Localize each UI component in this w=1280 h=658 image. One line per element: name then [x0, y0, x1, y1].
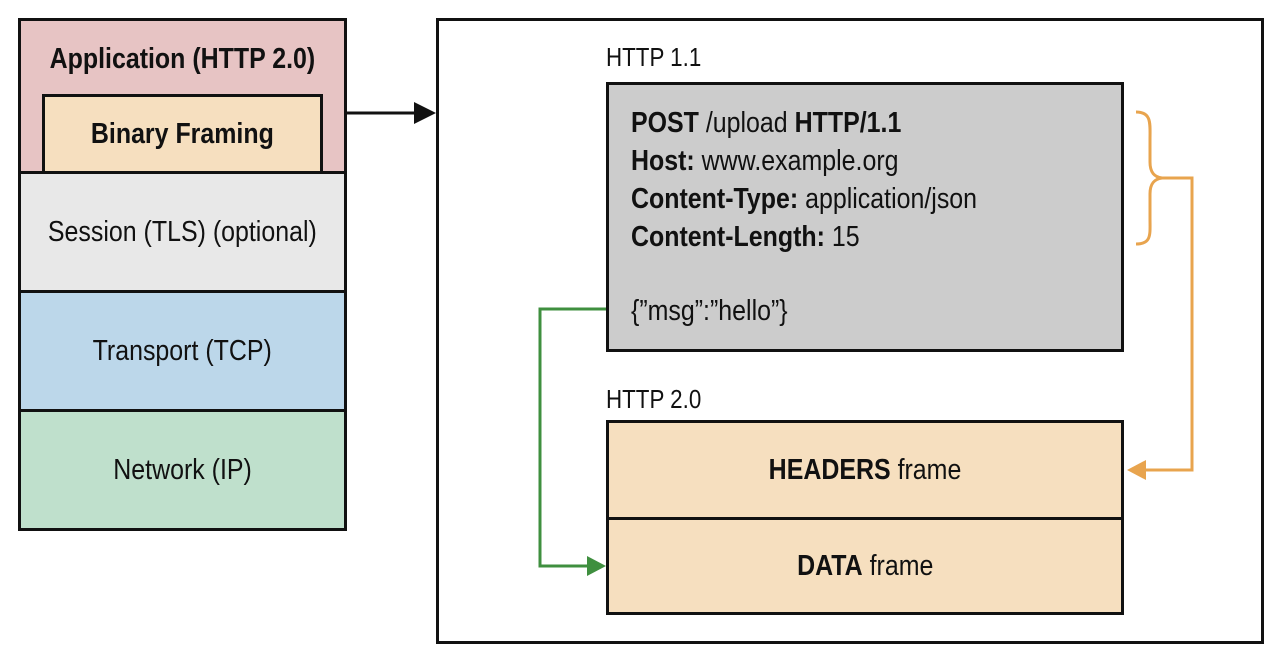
session-layer: Session (TLS) (optional) — [18, 171, 347, 293]
http11-request-box: POST /upload HTTP/1.1 Host: www.example.… — [606, 82, 1124, 352]
network-layer: Network (IP) — [18, 409, 347, 531]
headers-connector-line — [1144, 176, 1194, 472]
content-type-header-line: Content-Type: application/json — [631, 183, 978, 215]
data-frame: DATA frame — [606, 517, 1124, 615]
http20-label: HTTP 2.0 — [606, 384, 702, 414]
application-layer-label: Application (HTTP 2.0) — [49, 43, 316, 75]
host-header-line: Host: www.example.org — [631, 145, 899, 177]
headers-frame: HEADERS frame — [606, 420, 1124, 520]
headers-curly-brace — [1135, 110, 1163, 246]
content-length-header-line: Content-Length: 15 — [631, 221, 860, 253]
request-body-line: {”msg”:”hello”} — [631, 295, 788, 327]
transport-layer: Transport (TCP) — [18, 290, 347, 412]
data-connector-arrowhead — [587, 556, 606, 576]
data-connector-line — [538, 307, 606, 568]
http11-label: HTTP 1.1 — [606, 42, 702, 72]
headers-connector-arrowhead — [1127, 460, 1146, 480]
request-line: POST /upload HTTP/1.1 — [631, 107, 902, 139]
stack-to-panel-arrowhead — [414, 102, 436, 124]
